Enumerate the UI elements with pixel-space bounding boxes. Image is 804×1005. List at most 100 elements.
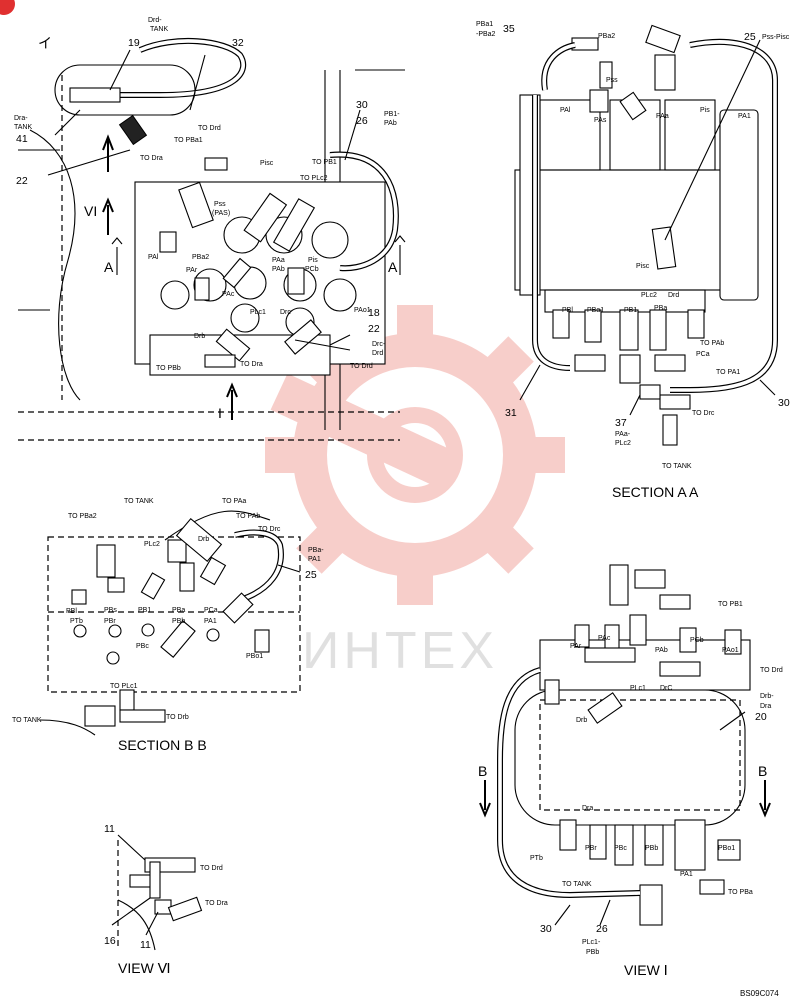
i-label-pcb: PCb: [690, 637, 704, 644]
view-i-title: VIEW Ⅰ: [624, 962, 668, 978]
label-pab-2: PAb: [272, 266, 285, 273]
bb-label-pbb: PBb: [172, 618, 185, 625]
bb-label-pbs: PBs: [104, 607, 117, 614]
callout-18: 18: [368, 307, 380, 319]
aa-label-pba2-range: -PBa2: [476, 31, 496, 38]
bb-label-pbc: PBc: [136, 643, 149, 650]
bb-label-pba: PBa-: [308, 547, 324, 554]
aa-label-drd: Drd: [668, 292, 679, 299]
i-label-to-drd: TO Drd: [760, 667, 783, 674]
bb-callout-25: 25: [305, 569, 317, 581]
view-i: TO PB1 PAc PAr PAb PCb PAo1 TO Drd PLc1 …: [478, 564, 783, 978]
aa-label-pas: PAs: [594, 117, 607, 124]
i-label-pbr: PBr: [585, 845, 597, 852]
label-drc-2: Drc: [280, 309, 291, 316]
bb-label-to-pab: TO PAb: [236, 513, 260, 520]
i-label-to-tank: TO TANK: [562, 881, 592, 888]
bb-label-pbr: PBr: [104, 618, 116, 625]
section-mark-a-right: A: [388, 259, 398, 275]
aa-label-plc2-b: PLc2: [615, 440, 631, 447]
i-label-pbc: PBc: [614, 845, 627, 852]
label-to-drd-2: TO Drd: [350, 363, 373, 370]
vi-callout-11: 11: [104, 823, 115, 835]
i-label-drb-range: Drb-: [760, 693, 774, 700]
vi-callout-11b: 11: [140, 939, 151, 951]
label-drd-2: Drd: [372, 350, 383, 357]
callout-26: 26: [356, 115, 368, 127]
i-callout-30: 30: [540, 923, 552, 935]
bb-label-to-plc1: TO PLc1: [110, 683, 138, 690]
top-left-view: イ Drd- TANK 19 32 Dra- TANK 41 TO Drd 22…: [14, 17, 406, 441]
aa-label-plc2: PLc2: [641, 292, 657, 299]
i-label-pac: PAc: [598, 635, 611, 642]
label-pisc: Pisc: [260, 160, 274, 167]
i-label-plc1-range: PLc1-: [582, 939, 601, 946]
aa-callout-31: 31: [505, 407, 517, 419]
bb-label-pa1-2: PA1: [204, 618, 217, 625]
callout-22b: 22: [368, 323, 380, 335]
i-label-dra-2: Dra: [582, 805, 593, 812]
aa-callout-30: 30: [778, 397, 790, 409]
i-label-pao1: PAo1: [722, 647, 739, 654]
section-aa-title: SECTION A A: [612, 484, 699, 500]
section-bb-view: TO TANK TO PAa TO PBa2 TO PAb PLc2 Drb T…: [12, 498, 324, 753]
label-pss: Pss: [214, 201, 226, 208]
aa-label-pba1: PBa1: [476, 21, 493, 28]
vi-label-to-drd: TO Drd: [200, 865, 223, 872]
bb-label-pbl: PBl: [66, 608, 77, 615]
label-par: PAr: [186, 267, 198, 274]
aa-label-pis: Pis: [700, 107, 710, 114]
section-aa-view: PBa1 -PBa2 35 PBa2 25 Pss-Pisc Pss PAl P…: [476, 21, 790, 500]
aa-label-paa: PAa: [656, 113, 669, 120]
label-pal: PAl: [148, 254, 159, 261]
bb-label-pb1: PB1: [138, 607, 151, 614]
aa-label-to-tank: TO TANK: [662, 463, 692, 470]
label-plc1: PLc1: [250, 309, 266, 316]
section-bb-title: SECTION B B: [118, 737, 207, 753]
i-callout-26: 26: [596, 923, 608, 935]
aa-label-pa1: PA1: [738, 113, 751, 120]
callout-22: 22: [16, 175, 28, 187]
watermark-text: ИНТЕХ: [302, 622, 498, 680]
aa-label-pisc: Pisc: [636, 263, 650, 270]
i-label-ptb: PTb: [530, 855, 543, 862]
aa-label-pbl: PBl: [562, 307, 573, 314]
aa-label-pss-pisc: Pss-Pisc: [762, 34, 790, 41]
aa-label-pba: PBa: [654, 305, 667, 312]
bb-label-pbo1: PBo1: [246, 653, 263, 660]
label-paa: PAa: [272, 257, 285, 264]
callout-32: 32: [232, 37, 244, 49]
aa-label-pca: PCa: [696, 351, 710, 358]
i-label-drc: DrC: [660, 685, 672, 692]
aa-callout-25: 25: [744, 31, 756, 43]
aa-callout-37: 37: [615, 417, 627, 429]
i-label-par: PAr: [570, 643, 582, 650]
label-pao1: PAo1: [354, 307, 371, 314]
label-drd: Drd-: [148, 17, 162, 24]
view-vi-title: VIEW Ⅵ: [118, 960, 171, 976]
callout-30: 30: [356, 99, 368, 111]
section-mark-b-left: B: [478, 763, 487, 779]
i-callout-20: 20: [755, 711, 767, 723]
i-label-pbo1: PBo1: [718, 845, 735, 852]
aa-label-to-drc: TO Drc: [692, 410, 715, 417]
label-pis: Pis: [308, 257, 318, 264]
bb-label-plc2: PLc2: [144, 541, 160, 548]
label-pba2: PBa2: [192, 254, 209, 261]
i-label-pbb: PBb: [645, 845, 658, 852]
aa-label-pba1-b: PBa1: [587, 307, 604, 314]
vi-label-to-dra: TO Dra: [205, 900, 228, 907]
i-label-pbb-2: PBb: [586, 949, 599, 956]
i-label-pa1: PA1: [680, 871, 693, 878]
label-drb: Drb: [194, 333, 205, 340]
callout-41: 41: [16, 133, 28, 145]
bb-label-pca: PCa: [204, 607, 218, 614]
corner-marker-icon: [0, 0, 15, 15]
aa-label-to-pa1: TO PA1: [716, 369, 740, 376]
label-pac: PAc: [222, 291, 235, 298]
aa-label-pb1: PB1: [624, 307, 637, 314]
label-to-dra-2: TO Dra: [240, 361, 263, 368]
bb-label-to-drb: TO Drb: [166, 714, 189, 721]
i-label-pab: PAb: [655, 647, 668, 654]
